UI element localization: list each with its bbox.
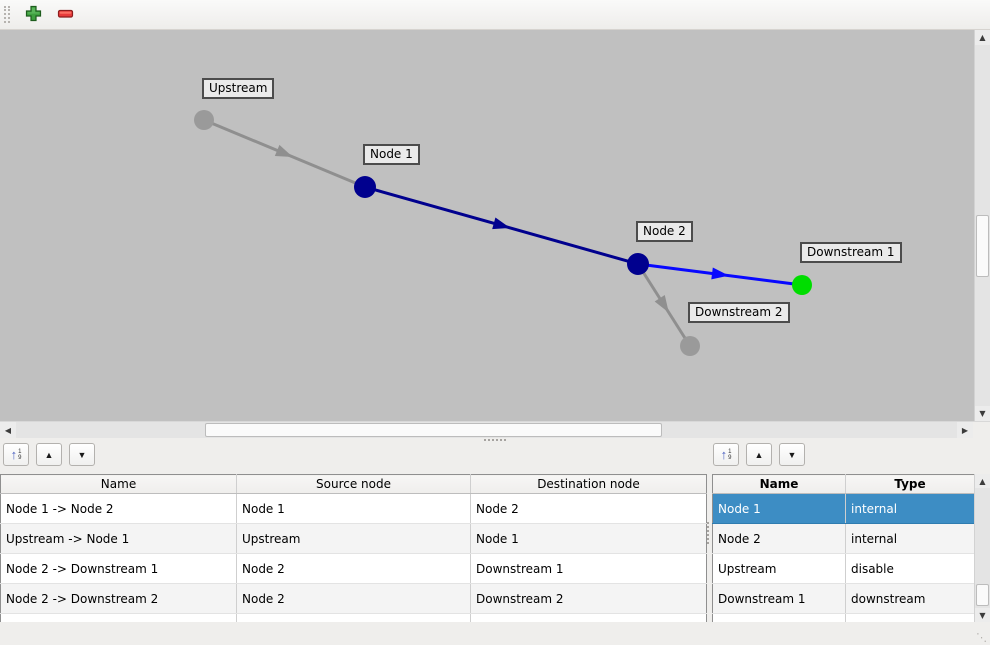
cell-name[interactable]: Upstream: [712, 553, 846, 584]
table-row[interactable]: Upstream disable: [712, 553, 975, 584]
graph-node[interactable]: [627, 253, 649, 275]
cell-destination[interactable]: Downstream 2: [470, 583, 707, 614]
cell-destination[interactable]: Node 1: [470, 523, 707, 554]
cell-name[interactable]: Upstream -> Node 1: [0, 523, 237, 554]
cell-destination[interactable]: Node 2: [470, 493, 707, 524]
cell-type[interactable]: downstream: [845, 583, 975, 614]
table-row[interactable]: Node 1 -> Node 2 Node 1 Node 2: [0, 493, 707, 524]
scroll-down-icon[interactable]: ▼: [975, 608, 990, 622]
cell-type[interactable]: internal: [845, 493, 975, 524]
graph-node[interactable]: [680, 336, 700, 356]
toolbar-grip[interactable]: [4, 6, 10, 23]
cell-type[interactable]: disable: [845, 553, 975, 584]
graph-svg: [194, 110, 812, 356]
table-row[interactable]: Downstream 1 downstream: [712, 583, 975, 614]
column-header-type[interactable]: Type: [845, 474, 975, 494]
table-row[interactable]: Node 2 -> Downstream 1 Node 2 Downstream…: [0, 553, 707, 584]
status-bar: ⋱: [0, 622, 990, 645]
cell-name[interactable]: Downstream 1: [712, 583, 846, 614]
graph-node[interactable]: [792, 275, 812, 295]
up-arrow-icon: ▲: [44, 449, 54, 460]
table-row[interactable]: Node 2 internal: [712, 523, 975, 554]
scroll-left-icon[interactable]: ◀: [0, 422, 16, 438]
cell-source[interactable]: Upstream: [236, 523, 471, 554]
nodes-table: Name Type Node 1 internal Node 2 interna…: [712, 474, 975, 623]
splitter-grip-icon: [707, 522, 711, 544]
down-arrow-icon: ▼: [77, 449, 87, 460]
add-node-button[interactable]: [20, 2, 46, 28]
table-header-row: Name Source node Destination node: [0, 474, 707, 494]
empty-row: [712, 613, 975, 623]
add-icon: [25, 5, 42, 25]
node-label[interactable]: Upstream: [202, 78, 275, 99]
table-header-row: Name Type: [712, 474, 975, 494]
scroll-up-icon[interactable]: ▲: [975, 30, 990, 45]
node-label[interactable]: Node 2: [636, 221, 693, 242]
move-down-button[interactable]: ▼: [779, 443, 805, 466]
edge-arrow-icon: [492, 217, 511, 230]
vertical-scrollbar-thumb[interactable]: [976, 584, 989, 606]
table-row[interactable]: Node 1 internal: [712, 493, 975, 524]
cell-destination[interactable]: Downstream 1: [470, 553, 707, 584]
down-arrow-icon: ▼: [787, 449, 797, 460]
edge-arrow-icon: [711, 267, 729, 280]
scrollbar-corner: [973, 422, 990, 438]
column-header-source-node[interactable]: Source node: [236, 474, 471, 494]
remove-icon: [57, 5, 74, 25]
column-header-destination-node[interactable]: Destination node: [470, 474, 707, 494]
graph-node[interactable]: [194, 110, 214, 130]
empty-row: [0, 613, 707, 623]
edge-arrow-icon: [274, 144, 293, 157]
cell-source[interactable]: Node 1: [236, 493, 471, 524]
move-up-button[interactable]: ▲: [36, 443, 62, 466]
remove-node-button[interactable]: [52, 2, 78, 28]
edges-table: Name Source node Destination node Node 1…: [0, 474, 707, 623]
table-row[interactable]: Node 2 -> Downstream 2 Node 2 Downstream…: [0, 583, 707, 614]
cell-source[interactable]: Node 2: [236, 553, 471, 584]
column-header-name[interactable]: Name: [0, 474, 237, 494]
node-label[interactable]: Downstream 2: [688, 302, 790, 323]
cell-name[interactable]: Node 1 -> Node 2: [0, 493, 237, 524]
scroll-up-icon[interactable]: ▲: [975, 474, 990, 488]
main-toolbar: [0, 0, 990, 30]
move-down-button[interactable]: ▼: [69, 443, 95, 466]
canvas-horizontal-scrollbar[interactable]: ◀ ▶: [0, 421, 990, 438]
scroll-down-icon[interactable]: ▼: [975, 406, 990, 421]
canvas-vertical-scrollbar[interactable]: ▲ ▼: [974, 30, 990, 421]
node-label[interactable]: Node 1: [363, 144, 420, 165]
cell-type[interactable]: internal: [845, 523, 975, 554]
edge-arrow-icon: [654, 295, 669, 313]
horizontal-splitter[interactable]: [0, 438, 990, 444]
splitter-grip-icon: [484, 439, 506, 443]
column-header-name[interactable]: Name: [712, 474, 846, 494]
table-vertical-scrollbar[interactable]: ▲ ▼: [974, 474, 990, 622]
cell-source[interactable]: Node 2: [236, 583, 471, 614]
graph-node[interactable]: [354, 176, 376, 198]
cell-name[interactable]: Node 1: [712, 493, 846, 524]
vertical-scrollbar-thumb[interactable]: [976, 215, 989, 277]
move-up-button[interactable]: ▲: [746, 443, 772, 466]
cell-name[interactable]: Node 2 -> Downstream 2: [0, 583, 237, 614]
resize-grip-icon[interactable]: ⋱: [976, 631, 987, 644]
node-label[interactable]: Downstream 1: [800, 242, 902, 263]
horizontal-scrollbar-thumb[interactable]: [205, 423, 662, 437]
cell-name[interactable]: Node 2 -> Downstream 1: [0, 553, 237, 584]
scroll-right-icon[interactable]: ▶: [957, 422, 973, 438]
up-arrow-icon: ▲: [754, 449, 764, 460]
vertical-splitter[interactable]: [706, 444, 712, 622]
table-row[interactable]: Upstream -> Node 1 Upstream Node 1: [0, 523, 707, 554]
cell-name[interactable]: Node 2: [712, 523, 846, 554]
